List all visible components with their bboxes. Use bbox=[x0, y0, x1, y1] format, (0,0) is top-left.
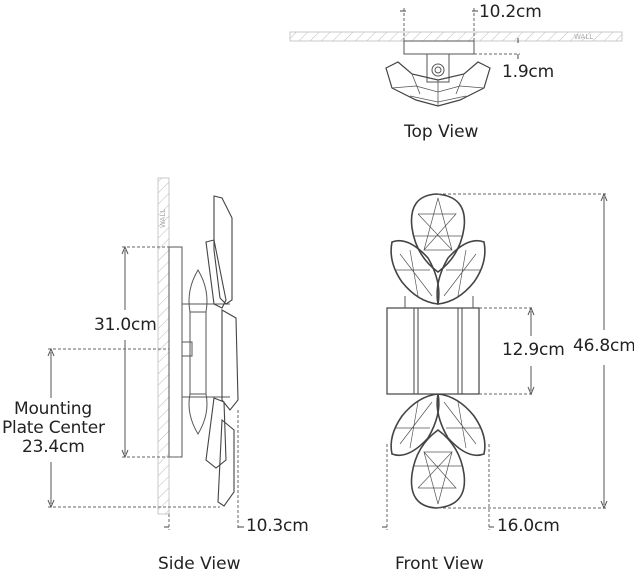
top-depth-dimension: 1.9cm bbox=[502, 62, 554, 82]
front-overall-height-dimension: 46.8cm bbox=[573, 336, 634, 356]
front-width-dimension: 16.0cm bbox=[497, 516, 560, 536]
top-width-dimension: 10.2cm bbox=[479, 2, 542, 22]
side-extension-dimension: 10.3cm bbox=[246, 516, 309, 536]
side-view-drawing bbox=[47, 177, 244, 530]
front-view-title: Front View bbox=[395, 554, 484, 574]
mounting-center-dimension: 23.4cm bbox=[22, 437, 85, 457]
front-shade-height-dimension: 12.9cm bbox=[502, 340, 565, 360]
top-view-title: Top View bbox=[404, 122, 479, 142]
side-view-title: Side View bbox=[158, 554, 241, 574]
side-backplate-height-dimension: 31.0cm bbox=[94, 315, 157, 335]
side-wall-label: WALL bbox=[159, 208, 167, 228]
mounting-label-line1: Mounting bbox=[14, 399, 92, 419]
mounting-label-line2: Plate Center bbox=[2, 418, 105, 438]
top-view-drawing bbox=[289, 8, 623, 107]
front-view-drawing bbox=[382, 192, 608, 530]
top-wall-label: WALL bbox=[574, 33, 594, 41]
